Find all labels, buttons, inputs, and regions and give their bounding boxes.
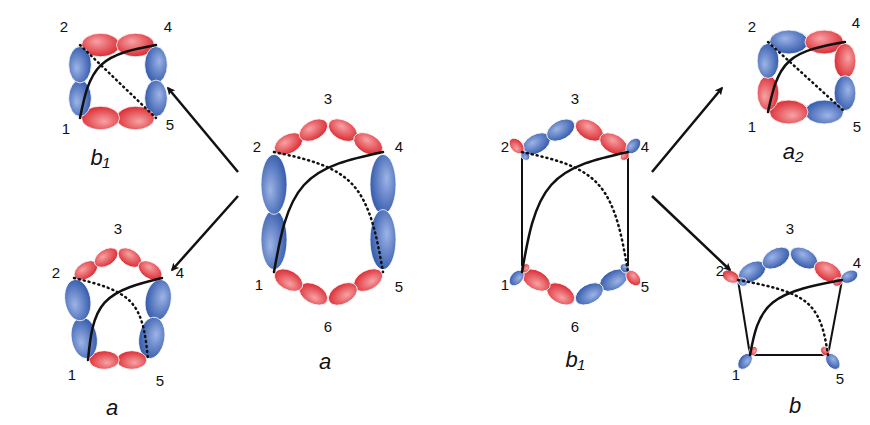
bond-line (750, 354, 828, 356)
orbital-lobe (819, 345, 831, 358)
atom-number: 4 (176, 265, 184, 280)
orbital-lobe (618, 149, 631, 162)
symmetry-label: b₁ (90, 147, 109, 169)
atom-number: 5 (156, 373, 164, 388)
atom-number: 4 (641, 139, 649, 154)
atom-number: 1 (62, 121, 70, 136)
bond-line (738, 280, 750, 355)
orbital-lobe (805, 100, 844, 124)
orbital-lobe (519, 149, 532, 162)
atom-number: 1 (501, 277, 509, 292)
bond-line (521, 152, 523, 272)
orbital-lobe (758, 243, 793, 274)
atom-number: 3 (786, 221, 794, 236)
atom-number: 6 (571, 319, 579, 334)
atom-number: 3 (114, 221, 122, 236)
atom-number: 4 (852, 15, 860, 30)
atom-number: 2 (60, 19, 68, 34)
orbital-figure (261, 114, 396, 310)
dotted-arc (768, 42, 845, 112)
atom-number: 4 (164, 19, 172, 34)
orbital-figure (720, 243, 860, 373)
orbital-lobe (370, 210, 396, 270)
orbital-lobe (117, 351, 147, 370)
atom-number: 2 (501, 139, 509, 154)
atom-number: 6 (324, 319, 332, 334)
orbital-figure (62, 244, 175, 370)
dotted-arc (522, 152, 628, 272)
dotted-arc (80, 45, 156, 118)
atom-number: 2 (52, 265, 60, 280)
atom-number: 1 (68, 367, 76, 382)
orbital-figure (69, 33, 168, 130)
atom-number: 5 (395, 279, 403, 294)
orbital-lobe (295, 114, 331, 146)
orbital-lobe (571, 278, 607, 309)
atom-number: 5 (641, 279, 649, 294)
orbital-figure (757, 30, 856, 124)
atom-number: 3 (324, 91, 332, 106)
solid-arc (750, 280, 842, 355)
reaction-arrow (172, 196, 238, 270)
orbital-lobe (543, 114, 579, 145)
atom-number: 2 (716, 263, 724, 278)
atom-number: 3 (571, 91, 579, 106)
symmetry-label: a₂ (783, 141, 804, 163)
orbital-lobe (324, 278, 361, 310)
orbital-figure (506, 114, 644, 309)
atom-number: 4 (395, 139, 403, 154)
reaction-arrow (652, 196, 730, 270)
atom-number: 5 (166, 117, 174, 132)
orbital-lobe (834, 43, 856, 78)
orbital-lobe (261, 210, 287, 270)
orbital-lobe (747, 345, 759, 358)
dotted-arc (274, 152, 383, 272)
bond-line (627, 152, 629, 272)
atom-number: 1 (732, 367, 740, 382)
reaction-arrow (168, 88, 238, 172)
atom-number: 5 (853, 119, 861, 134)
orbital-lobe (68, 315, 100, 360)
bond-line (828, 280, 842, 355)
orbital-lobe (91, 244, 122, 272)
atom-number: 1 (255, 277, 263, 292)
atom-number: 2 (748, 19, 756, 34)
atom-number: 1 (748, 119, 756, 134)
reaction-arrow (652, 88, 722, 172)
orbital-lobe (145, 46, 168, 83)
solid-arc (274, 152, 383, 272)
orbital-lobe (62, 277, 94, 322)
atom-number: 5 (836, 371, 844, 386)
atom-number: 4 (853, 255, 861, 270)
dotted-arc (738, 280, 828, 355)
orbital-lobe (142, 277, 174, 322)
dotted-arc (74, 278, 148, 360)
symmetry-label: a (319, 351, 331, 373)
orbital-lobe (261, 154, 287, 214)
solid-arc (80, 45, 156, 118)
solid-arc (522, 152, 628, 272)
orbital-lobe (618, 262, 631, 275)
symmetry-label: a (106, 397, 118, 419)
orbital-lobe (370, 154, 396, 214)
symmetry-label: b (789, 395, 801, 417)
symmetry-label: b₁ (565, 349, 584, 371)
orbital-lobe (519, 262, 532, 275)
solid-arc (88, 278, 162, 360)
atom-number: 2 (253, 139, 261, 154)
solid-arc (768, 42, 845, 112)
